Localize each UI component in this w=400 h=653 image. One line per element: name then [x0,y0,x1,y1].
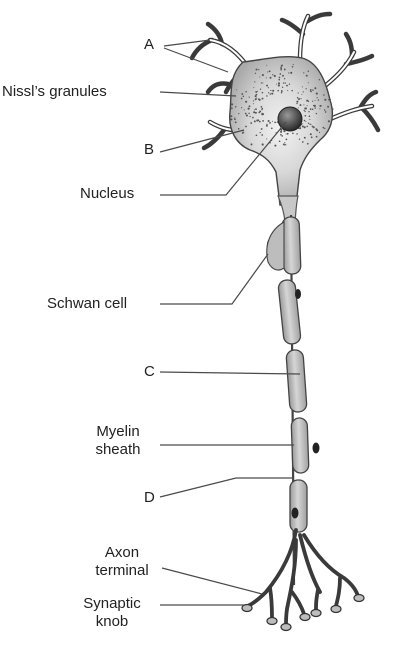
label-myelin-sheath: Myelin sheath [86,423,150,459]
label-c: C [144,363,155,381]
label-a: A [144,36,154,54]
axon-terminals [248,530,358,624]
leader-d [160,478,293,497]
leader-axon-terminal [162,568,262,594]
label-axon-terminal: Axon terminal [88,544,156,580]
label-synaptic-line2: knob [72,613,152,631]
label-myelin-line2: sheath [86,441,150,459]
label-synaptic-line1: Synaptic [72,595,152,613]
label-synaptic-knob: Synaptic knob [72,595,152,631]
label-axon-line1: Axon [88,544,156,562]
label-myelin-line1: Myelin [86,423,150,441]
label-b: B [144,141,154,159]
label-nissl-granules: Nissl’s granules [2,83,107,101]
label-d: D [144,489,155,507]
leader-c [160,372,300,374]
label-axon-line2: terminal [88,562,156,580]
schwann-cell-bulges [267,222,284,270]
label-schwann-cell: Schwan cell [47,295,127,313]
label-nucleus: Nucleus [80,185,134,203]
leader-schwann [160,254,268,304]
